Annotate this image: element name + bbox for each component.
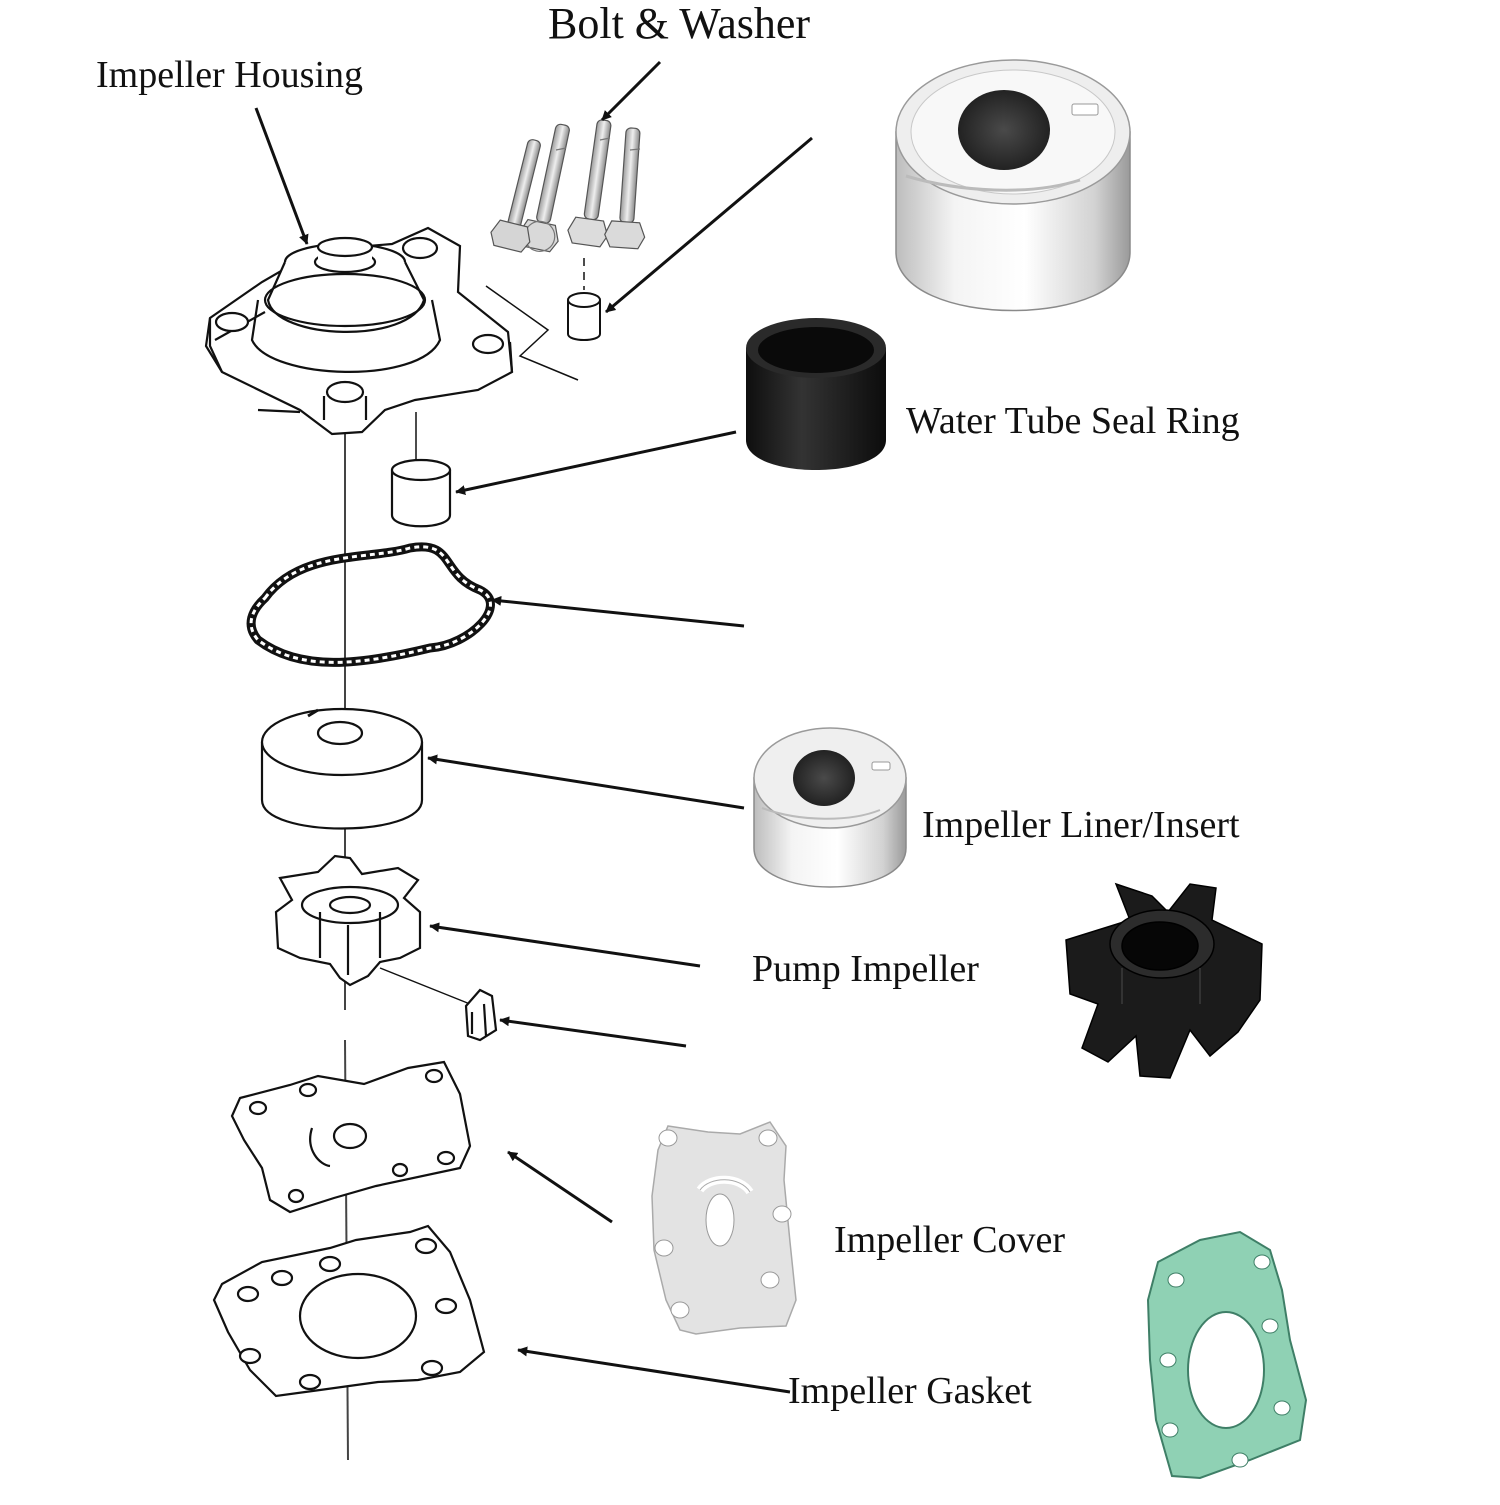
dowel-pin-drawing	[567, 258, 601, 341]
label-impeller-cover: Impeller Cover	[834, 1219, 1066, 1261]
cover-plate-drawing	[230, 1060, 472, 1214]
label-impeller-gasket: Impeller Gasket	[788, 1370, 1032, 1412]
o-ring-drawing	[246, 542, 495, 667]
steel-liner-small-photo	[753, 727, 907, 888]
gasket-drawing	[212, 1224, 486, 1398]
arrow-impeller-gasket	[517, 1346, 791, 1394]
leader-arrows	[254, 60, 813, 1394]
label-impeller-housing: Impeller Housing	[96, 54, 364, 96]
bolt-washer-photo	[490, 119, 646, 253]
steel-liner-large-photo	[895, 59, 1131, 312]
label-impeller-liner-insert: Impeller Liner/Insert	[922, 804, 1240, 846]
arrow-pump-impeller	[429, 922, 701, 968]
arrow-o-ring	[491, 595, 745, 628]
label-pump-impeller: Pump Impeller	[752, 948, 979, 990]
arrow-impeller-liner	[427, 754, 745, 810]
arrow-impeller-housing	[254, 107, 309, 245]
liner-drawing	[260, 707, 424, 830]
impeller-housing-drawing	[204, 226, 579, 436]
key-drawing	[464, 988, 498, 1042]
arrow-water-tube-seal	[455, 430, 737, 495]
arrow-impeller-cover	[507, 1150, 613, 1224]
arrow-key	[499, 1016, 687, 1048]
green-gasket-photo	[1146, 1230, 1308, 1480]
rubber-seal-ring-photo	[746, 318, 886, 470]
rubber-impeller-photo	[1065, 882, 1263, 1079]
label-water-tube-seal-ring: Water Tube Seal Ring	[906, 400, 1240, 442]
label-bolt-washer: Bolt & Washer	[548, 0, 811, 48]
arrow-bolt-washer	[600, 60, 662, 122]
arrow-dowel-pin	[605, 136, 813, 314]
metal-cover-plate-photo	[651, 1121, 797, 1335]
small-sleeve-drawing	[390, 412, 452, 528]
pump-impeller-drawing	[274, 854, 471, 1005]
